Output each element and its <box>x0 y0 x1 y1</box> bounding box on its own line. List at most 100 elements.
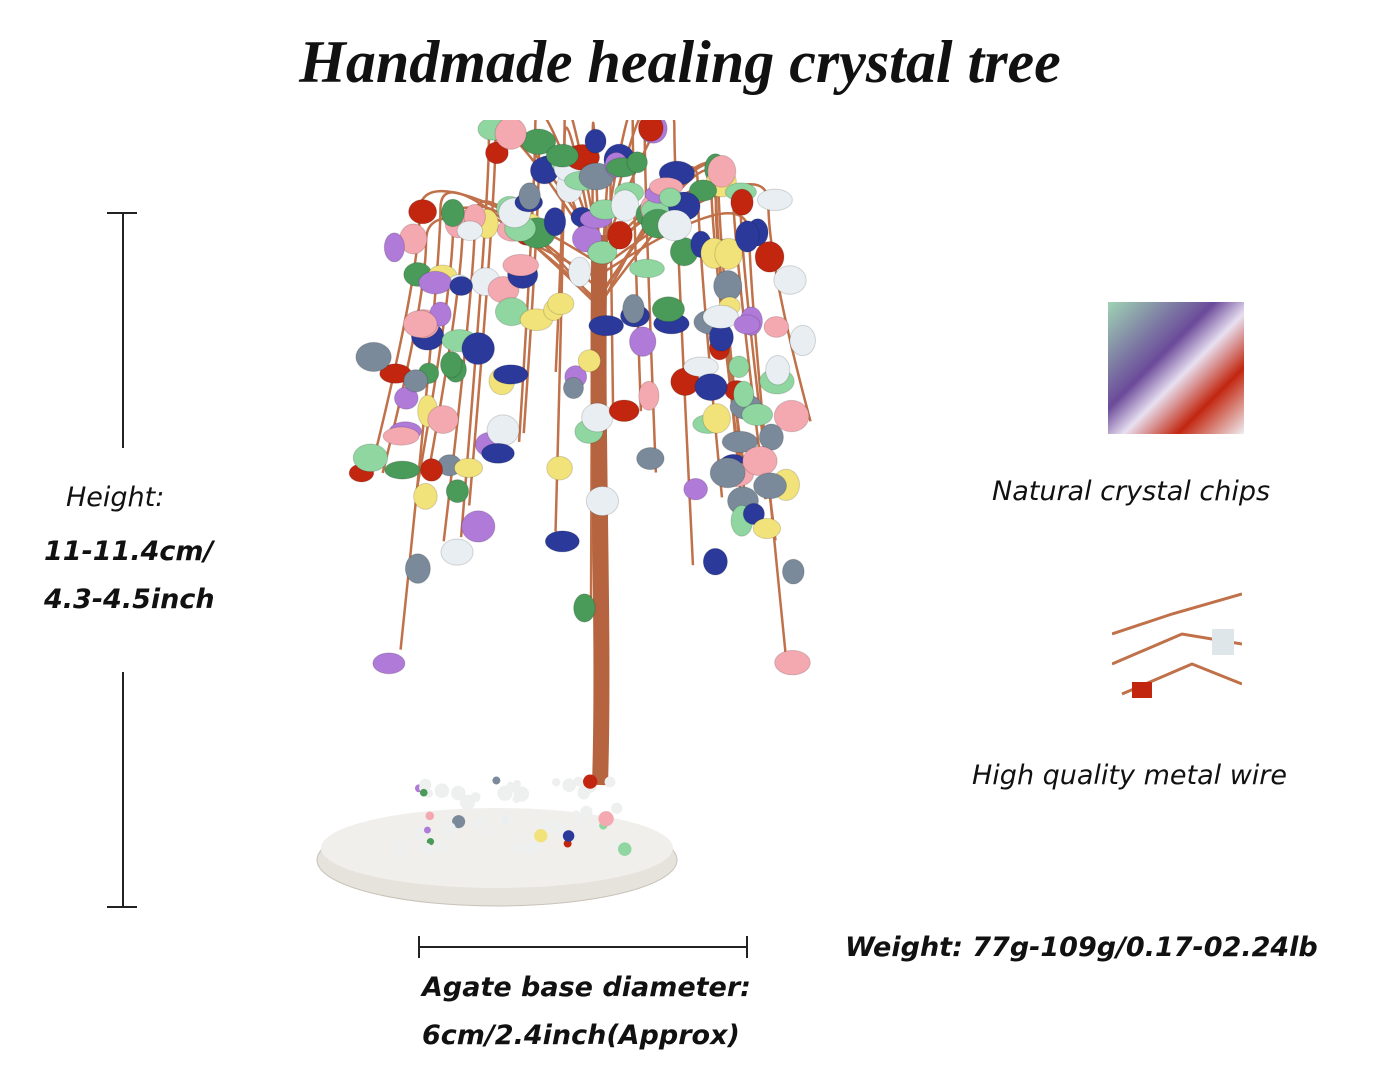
crystal-chips-closeup <box>1108 302 1244 434</box>
base-chip <box>604 776 616 788</box>
base-chip <box>583 774 598 789</box>
base-chip <box>526 840 542 856</box>
base-chip <box>492 776 501 785</box>
crystal-chip <box>622 293 645 324</box>
base-chip <box>589 823 596 830</box>
crystal-chip <box>774 649 811 676</box>
crystal-chip <box>584 128 607 154</box>
crystal-chip <box>461 510 496 543</box>
crystal-chip <box>752 517 782 540</box>
agate-base-top <box>321 808 673 888</box>
base-chip <box>441 821 456 836</box>
crystal-chip <box>573 593 596 623</box>
base-chip <box>496 811 504 819</box>
base-chip <box>393 843 405 855</box>
base-chip <box>598 811 614 827</box>
base-chip <box>610 802 623 814</box>
crystal-chip <box>773 265 807 295</box>
crystal-chip <box>562 376 584 400</box>
crystal-chip <box>728 355 750 379</box>
base-chip <box>552 778 561 787</box>
crystal-chip <box>773 399 810 433</box>
crystal-chip <box>545 143 579 168</box>
crystal-chip <box>683 477 709 501</box>
base-diameter-label: Agate base diameter: <box>422 972 751 1003</box>
crystal-chip <box>518 182 541 211</box>
weight-info: Weight: 77g-109g/0.17-02.24lb <box>845 932 1318 963</box>
base-chip <box>513 841 526 854</box>
base-chip <box>452 815 466 829</box>
crystal-tree-image <box>316 120 817 907</box>
crystal-chip <box>585 485 620 517</box>
base-dimension-tick-right <box>746 936 748 958</box>
crystal-chip <box>636 447 665 471</box>
base-chip <box>562 778 577 793</box>
page-title: Handmade healing crystal tree <box>299 29 1061 95</box>
crystal-chip <box>413 482 438 510</box>
base-chip <box>580 805 593 819</box>
crystal-chip <box>568 256 592 288</box>
crystal-chip <box>765 355 791 386</box>
crystal-chip <box>702 403 731 434</box>
base-chip <box>419 788 428 797</box>
crystal-chip <box>383 232 406 263</box>
feature-label-chips: Natural crystal chips <box>992 476 1271 507</box>
crystal-chip <box>581 402 614 433</box>
crystal-chip <box>587 240 618 265</box>
crystal-chips <box>348 120 817 856</box>
crystal-chip <box>440 198 465 228</box>
crystal-chip <box>756 188 793 212</box>
crystal-chip <box>709 457 746 489</box>
base-chip <box>573 776 584 787</box>
crystal-chip <box>707 154 737 188</box>
feature-label-wire: High quality metal wire <box>972 760 1288 791</box>
crystal-chip <box>546 455 573 481</box>
crystal-chip <box>734 220 760 253</box>
crystal-chip <box>372 652 406 675</box>
base-chip <box>470 792 481 803</box>
crystal-chip <box>688 179 718 202</box>
crystal-chip <box>382 426 420 446</box>
base-chip <box>471 816 485 829</box>
crystal-chip <box>486 414 520 447</box>
crystal-chip <box>403 369 429 393</box>
crystal-chip <box>730 188 754 216</box>
height-dimension-cap-bottom <box>107 906 137 908</box>
crystal-chip <box>588 314 625 337</box>
base-chip <box>577 816 586 825</box>
crystal-chip <box>544 530 580 553</box>
crystal-chip <box>637 120 664 142</box>
crystal-chip <box>449 276 474 297</box>
crystal-chip <box>453 457 484 479</box>
base-chip <box>501 816 510 825</box>
height-cm: 11-11.4cm/ <box>44 536 214 567</box>
crystal-chip <box>352 443 389 473</box>
height-dimension-line-bottom <box>122 672 124 908</box>
base-chip <box>610 841 621 852</box>
crystal-chip <box>610 189 640 222</box>
base-chip <box>562 830 575 842</box>
base-chip <box>572 810 580 818</box>
height-inch: 4.3-4.5inch <box>44 584 215 615</box>
crystal-chip <box>543 207 567 237</box>
crystal-chip <box>461 332 495 366</box>
crystal-chip <box>402 309 438 339</box>
base-chip <box>552 822 567 836</box>
crystal-chip <box>440 538 474 566</box>
crystal-chip <box>547 292 575 316</box>
crystal-chip <box>742 445 778 477</box>
base-chip <box>434 783 450 799</box>
base-chip <box>618 842 632 856</box>
crystal-chip <box>733 380 755 408</box>
crystal-chip <box>492 364 529 385</box>
crystal-chip <box>420 458 444 482</box>
tree-trunk <box>590 234 610 786</box>
base-chip <box>543 819 556 832</box>
base-dimension-tick-left <box>418 936 420 958</box>
crystal-chip <box>742 502 765 526</box>
crystal-chip <box>781 558 805 585</box>
base-chip <box>419 842 432 856</box>
crystal-chip <box>658 187 682 208</box>
crystal-chip <box>789 324 817 357</box>
crystal-chip <box>721 430 759 454</box>
